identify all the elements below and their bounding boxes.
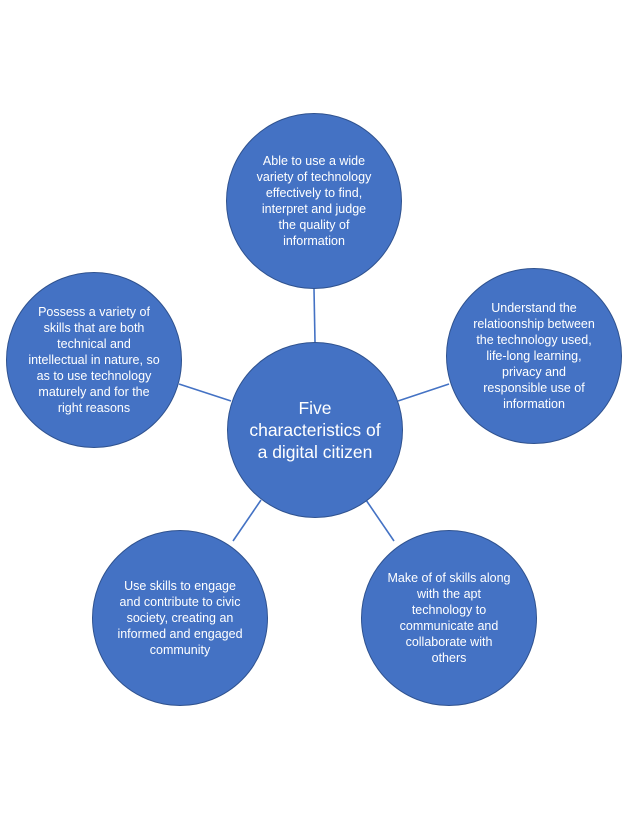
connector-center-to-bottom-right: [365, 499, 395, 542]
node-left: Possess a variety of skills that are bot…: [6, 272, 182, 448]
node-right-label: Understand the relatioonship between the…: [473, 301, 595, 411]
node-right: Understand the relatioonship between the…: [446, 268, 622, 444]
node-bottom-right: Make of of skills along with the apt tec…: [361, 530, 537, 706]
center-node: Five characteristics of a digital citize…: [227, 342, 403, 518]
center-node-label: Five characteristics of a digital citize…: [249, 398, 381, 462]
node-top-label: Able to use a wide variety of technology…: [256, 154, 372, 248]
connector-center-to-top: [313, 288, 316, 343]
connector-center-to-bottom-left: [232, 499, 262, 542]
node-top: Able to use a wide variety of technology…: [226, 113, 402, 289]
node-bottom-left: Use skills to engage and contribute to c…: [92, 530, 268, 706]
connector-center-to-left: [178, 383, 232, 402]
node-bottom-right-label: Make of of skills along with the apt tec…: [387, 571, 511, 665]
connector-center-to-right: [397, 383, 450, 402]
node-left-label: Possess a variety of skills that are bot…: [28, 305, 160, 415]
node-bottom-left-label: Use skills to engage and contribute to c…: [117, 579, 243, 657]
